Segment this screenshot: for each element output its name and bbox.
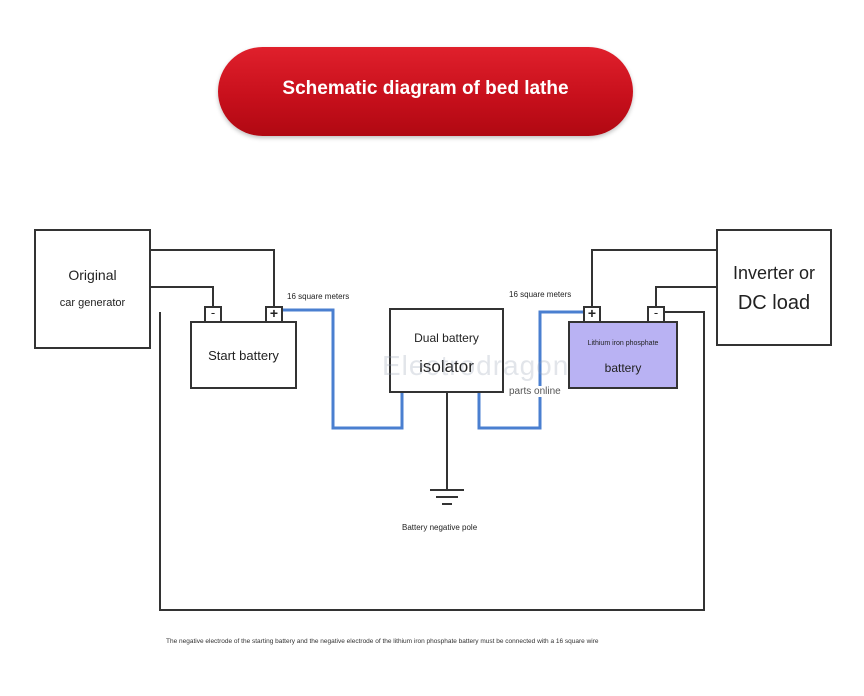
watermark-sub: parts online: [509, 386, 561, 397]
start-neg-symbol: -: [210, 305, 216, 320]
wire-start-to-isolator: [283, 308, 404, 430]
isolator-label-1: Dual battery: [414, 331, 479, 345]
wire-generator-positive: [150, 249, 275, 308]
wire-label-right: 16 square meters: [509, 290, 572, 299]
lifepo-pos-symbol: +: [587, 305, 597, 321]
lifepo-label-2: battery: [604, 361, 642, 375]
isolator-box: Dual battery isolator: [389, 308, 504, 393]
lifepo-battery-box: Lithium iron phosphate battery: [568, 321, 678, 389]
start-battery-box: Start battery: [190, 321, 297, 389]
start-pos-symbol: +: [269, 305, 279, 321]
diagram-title: Schematic diagram of bed lathe: [282, 78, 569, 99]
lifepo-neg-symbol: -: [653, 305, 659, 320]
wire-isolator-to-lifepo: [477, 310, 586, 430]
generator-label-1: Original: [68, 267, 117, 283]
watermark: Electrodragon: [382, 350, 570, 381]
generator-box: Original car generator: [34, 229, 151, 349]
lifepo-label-1: Lithium iron phosphate: [587, 340, 659, 347]
ground-label: Battery negative pole: [402, 523, 478, 532]
load-box: Inverter or DC load: [716, 229, 832, 346]
footnote: The negative electrode of the starting b…: [166, 638, 599, 645]
isolator-label-2: isolator: [419, 357, 474, 376]
load-label-1: Inverter or: [732, 263, 816, 283]
generator-label-2: car generator: [59, 297, 126, 309]
wire-label-left: 16 square meters: [287, 292, 350, 301]
title-banner: Schematic diagram of bed lathe: [218, 47, 633, 136]
wire-generator-negative: [150, 286, 214, 308]
start-battery-label: Start battery: [208, 348, 279, 363]
load-label-2: DC load: [737, 292, 811, 314]
wire-load-negative: [655, 286, 717, 308]
wire-load-positive: [591, 249, 717, 308]
